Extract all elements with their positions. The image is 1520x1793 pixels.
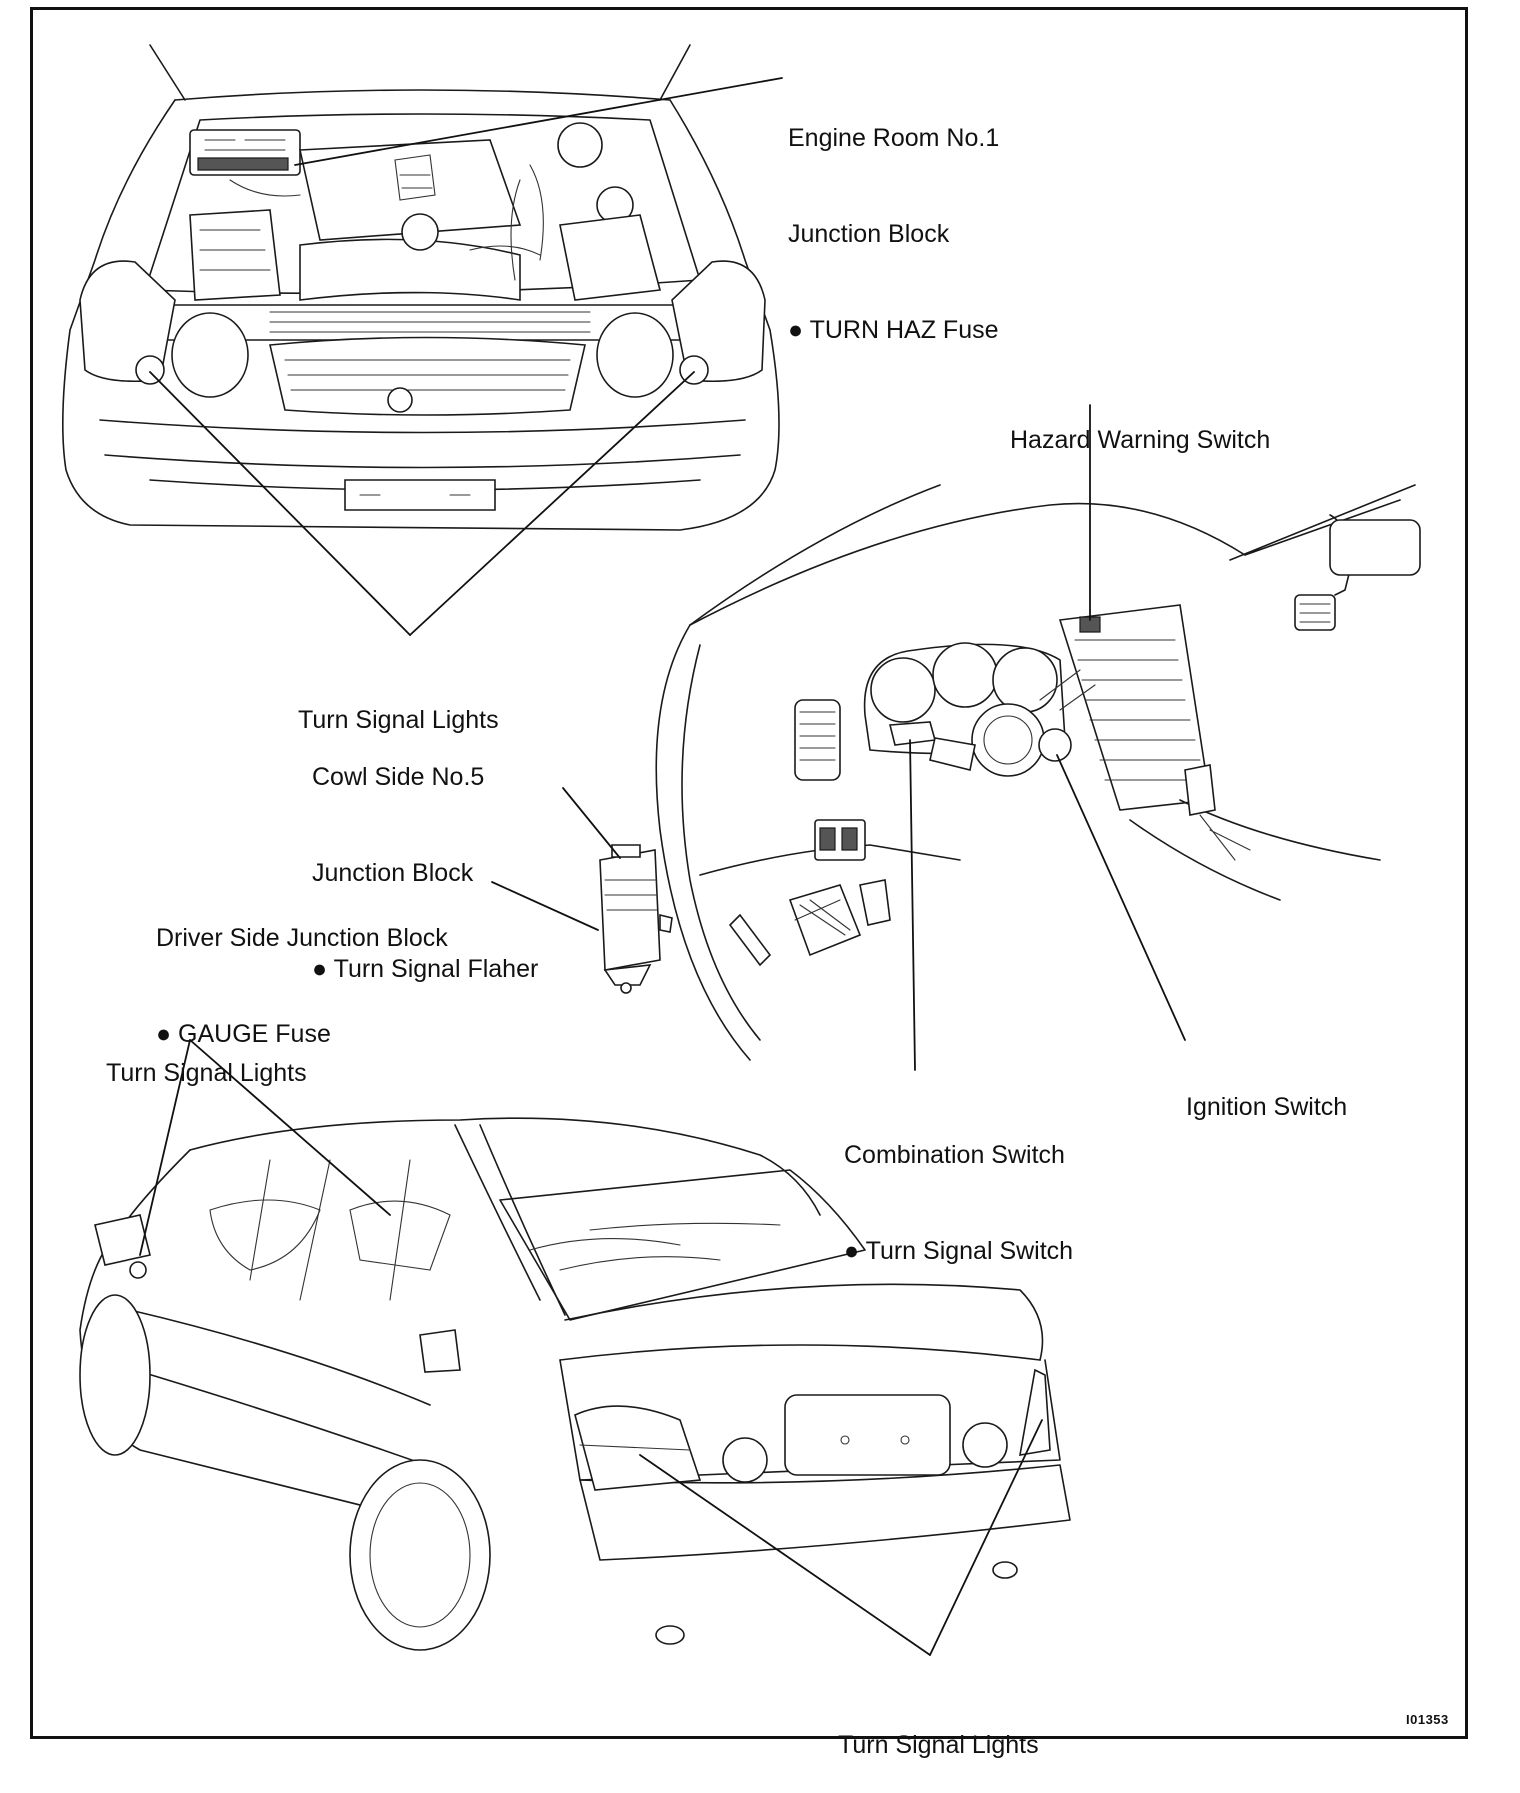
turn-lights-front-line1: Turn Signal Lights: [298, 706, 499, 734]
engine-room-jb-label: Engine Room No.1 Junction Block ● TURN H…: [788, 58, 999, 378]
front-car-illustration: [63, 45, 779, 530]
cowl-side-jb-label: Cowl Side No.5 Junction Block ● Turn Sig…: [312, 697, 538, 1017]
turn-lights-rear-line1: Turn Signal Lights: [838, 1731, 1039, 1759]
cowl-side-jb-line1: Cowl Side No.5: [312, 763, 485, 791]
driver-side-jb-label: Driver Side Junction Block ● GAUGE Fuse: [156, 858, 448, 1082]
rear-car-illustration: [80, 1118, 1070, 1650]
combination-switch-label: Combination Switch ● Turn Signal Switch: [844, 1075, 1073, 1299]
ignition-switch-label: Ignition Switch: [1186, 1027, 1347, 1155]
cowl-side-jb-line2: Junction Block: [312, 859, 474, 887]
driver-side-junction-block-illustration: [600, 845, 672, 993]
hazard-switch-line1: Hazard Warning Switch: [1010, 426, 1271, 454]
turn-lights-rear-label: Turn Signal Lights: [838, 1665, 1039, 1793]
dashboard-illustration: [656, 485, 1420, 1060]
turn-lights-front-label: Turn Signal Lights: [298, 640, 499, 768]
engine-room-jb-line1: Engine Room No.1: [788, 124, 1000, 152]
driver-side-jb-line2: ● GAUGE Fuse: [156, 1020, 331, 1048]
hazard-switch-label: Hazard Warning Switch: [1010, 360, 1270, 488]
cowl-side-jb-line3: ● Turn Signal Flaher: [312, 955, 539, 983]
driver-side-jb-line1: Driver Side Junction Block: [156, 924, 448, 952]
combination-switch-line2: ● Turn Signal Switch: [844, 1237, 1074, 1265]
combination-switch-line1: Combination Switch: [844, 1141, 1065, 1169]
diagram-frame: [30, 7, 1468, 1739]
turn-lights-side-line1: Turn Signal Lights: [106, 1059, 307, 1087]
engine-room-jb-line3: ● TURN HAZ Fuse: [788, 316, 999, 344]
turn-lights-side-label: Turn Signal Lights: [106, 993, 307, 1121]
engine-room-jb-line2: Junction Block: [788, 220, 950, 248]
leader-lines: [140, 78, 1185, 1655]
ignition-switch-line1: Ignition Switch: [1186, 1093, 1348, 1121]
figure-code: I01353: [1406, 1712, 1449, 1727]
